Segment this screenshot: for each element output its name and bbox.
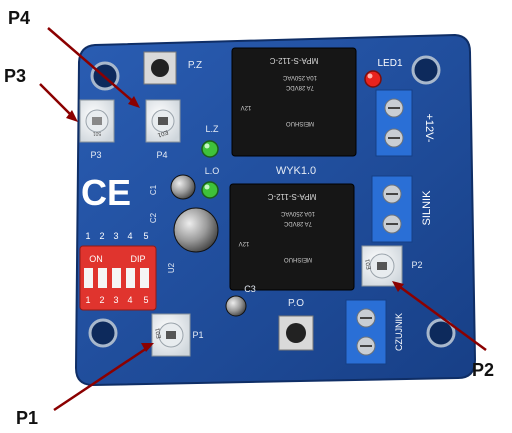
terminal-motor <box>371 175 413 243</box>
relay-bottom-coil: 12V <box>239 240 250 246</box>
relay-top: MPA-S-112-C 10A 250VAC 7A 28VDC MEISHUO … <box>231 47 357 157</box>
led1-label: LED1 <box>377 58 402 69</box>
relay-top-model: MPA-S-112-C <box>269 56 318 65</box>
arrow-p3 <box>39 83 75 119</box>
c3-label: C3 <box>244 284 256 294</box>
arrowhead-p3 <box>66 110 78 122</box>
board-p1-label: P1 <box>192 330 203 340</box>
potentiometer-p3: 501 <box>79 99 115 143</box>
callout-label-p4: P4 <box>8 8 30 28</box>
arrow-p4 <box>47 27 137 105</box>
potentiometer-p1: E01 <box>151 313 191 357</box>
pushbutton-po <box>278 315 314 351</box>
ce-mark: CE <box>81 172 131 213</box>
relay-top-coil: 12V <box>241 104 252 110</box>
relay-top-rating1: 10A 250VAC <box>282 74 317 80</box>
sensor-label: CZUJNIK <box>394 313 404 351</box>
relay-bottom-model: MPA-S-112-C <box>267 192 316 201</box>
callout-label-p2: P2 <box>472 360 494 380</box>
dip-top-number-3: 3 <box>113 231 118 241</box>
arrowhead-p4 <box>128 96 140 108</box>
board-title-label: WYK1.0 <box>276 165 316 177</box>
board-p4-label: P4 <box>156 150 167 160</box>
callout-label-p1: P1 <box>16 408 38 428</box>
capacitor-c3 <box>225 295 247 317</box>
u2-label: U2 <box>167 262 176 273</box>
capacitor-c1 <box>170 174 196 200</box>
potentiometer-p3-mark: 501 <box>93 130 102 136</box>
pushbutton-pz <box>143 51 177 85</box>
board-p3-label: P3 <box>90 150 101 160</box>
c1-label: C1 <box>149 184 158 195</box>
relay-bottom-rating2: 7A 28VDC <box>283 220 312 226</box>
arrow-p1 <box>53 344 151 412</box>
relay-bottom: MPA-S-112-C 10A 250VAC 7A 28VDC MEISHUO … <box>229 183 355 291</box>
dip-top-number-4: 4 <box>127 231 132 241</box>
dip-top-number-5: 5 <box>143 231 148 241</box>
callout-arrows <box>39 27 487 412</box>
c2-label: C2 <box>149 212 158 223</box>
supply-label: +12V- <box>423 113 435 142</box>
relay-top-brand: MEISHUO <box>286 120 314 126</box>
dip-bottom-number-4: 4 <box>127 295 132 305</box>
motor-label: SILNIK <box>421 190 433 226</box>
lo-label: L.O <box>205 166 220 176</box>
relay-bottom-brand: MEISHUO <box>284 256 312 262</box>
pz-label: P.Z <box>188 60 202 71</box>
potentiometer-p2: E01 <box>361 245 403 287</box>
mounting-holes <box>88 55 456 348</box>
dip-dip-label: DIP <box>130 254 145 264</box>
dip-levers <box>84 268 149 288</box>
dip-on-label: ON <box>89 254 103 264</box>
relay-bottom-rating1: 10A 250VAC <box>280 210 315 216</box>
dip-bottom-number-3: 3 <box>113 295 118 305</box>
dip-switch: 1 2 3 4 5 ON DIP 1 2 3 4 5 <box>79 231 157 311</box>
terminal-sensor <box>345 299 387 365</box>
led-lo-green <box>201 181 219 199</box>
potentiometer-p2-mark: E01 <box>365 258 373 270</box>
po-label: P.O <box>288 298 304 309</box>
potentiometer-p4-mark: E01 <box>156 128 169 138</box>
potentiometer-p4: E01 <box>145 99 181 143</box>
terminal-supply <box>375 89 413 157</box>
dip-bottom-number-1: 1 <box>85 295 90 305</box>
callout-label-p3: P3 <box>4 66 26 86</box>
lz-label: L.Z <box>205 124 219 134</box>
dip-top-number-2: 2 <box>99 231 104 241</box>
led-lz-green <box>201 140 219 158</box>
capacitor-c2 <box>173 207 219 253</box>
board-p2-label: P2 <box>411 260 422 270</box>
dip-bottom-number-2: 2 <box>99 295 104 305</box>
arrowhead-p2 <box>392 281 404 292</box>
arrowhead-p1 <box>141 343 154 352</box>
led1-red <box>364 70 382 88</box>
relay-top-rating2: 7A 28VDC <box>285 84 314 90</box>
potentiometer-p1-mark: E01 <box>155 327 163 339</box>
dip-bottom-number-5: 5 <box>143 295 148 305</box>
dip-top-number-1: 1 <box>85 231 90 241</box>
arrow-p2 <box>395 282 487 352</box>
